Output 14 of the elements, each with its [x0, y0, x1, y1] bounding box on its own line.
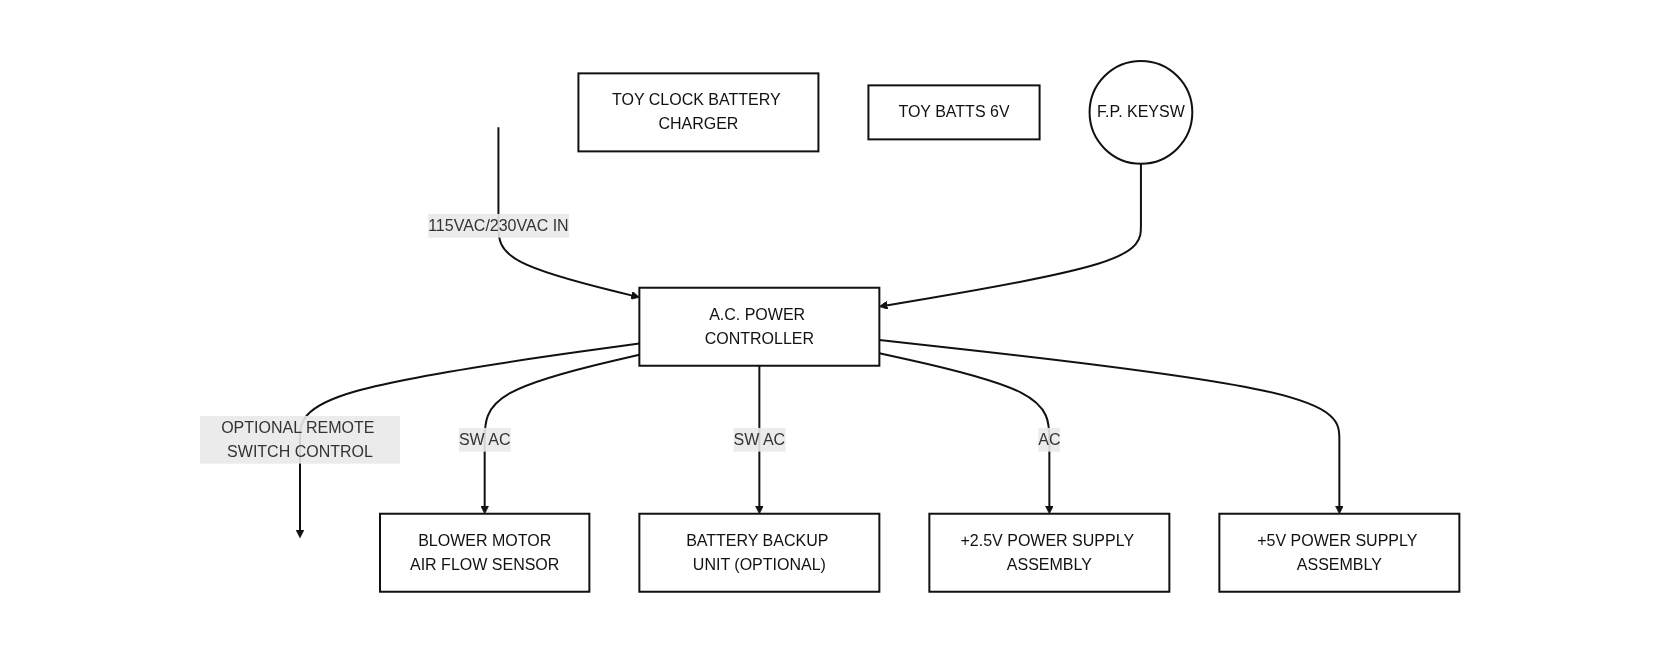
edge-label: SW AC — [459, 430, 511, 448]
edge-label: AC — [1038, 430, 1061, 448]
node-box: TOY BATTS 6V — [867, 84, 1041, 140]
edge-label: 115VAC/230VAC IN — [428, 216, 569, 234]
edge-label: SW AC — [733, 430, 786, 448]
arrow — [879, 162, 1143, 310]
node-box: +5V POWER SUPPLY ASSEMBLY — [1218, 512, 1461, 593]
edge-label: OPTIONAL REMOTE SWITCH CONTROL — [221, 418, 375, 460]
node-box: A.C. POWER CONTROLLER — [638, 286, 881, 367]
node-box: +2.5V POWER SUPPLY ASSEMBLY — [928, 512, 1171, 593]
node-circle: F.P. KEYSW — [1088, 59, 1194, 165]
node-box: TOY CLOCK BATTERY CHARGER — [577, 72, 820, 152]
node-box: BLOWER MOTOR AIR FLOW SENSOR — [379, 512, 591, 593]
node-box: BATTERY BACKUP UNIT (OPTIONAL) — [638, 512, 881, 593]
